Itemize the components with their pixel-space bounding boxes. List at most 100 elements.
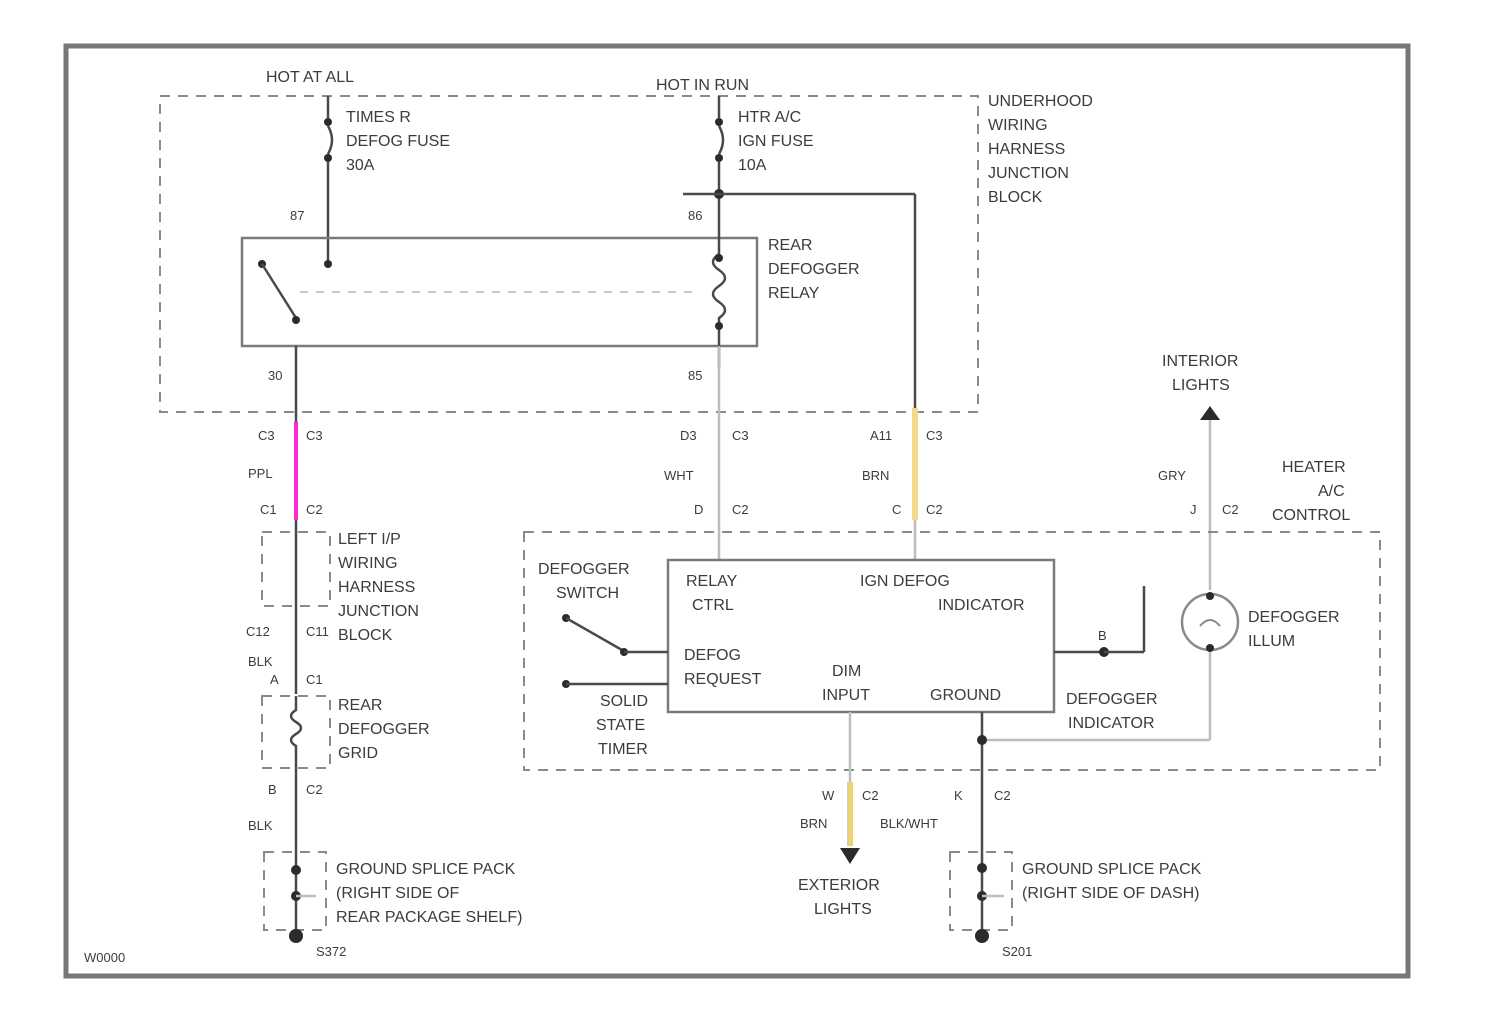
conn-c3-mid-label: C3 [732,428,749,443]
gnd-k-label: K [954,788,963,803]
hvac-label-2: A/C [1318,483,1345,500]
defogger-switch [562,614,668,688]
c3-right-label: C3 [306,428,323,443]
rear-splice-label-2: (RIGHT SIDE OF [336,885,459,902]
left-ip-label-4: JUNCTION [338,603,419,620]
grid-c2-label: C2 [306,782,323,797]
rear-ground-id: S372 [316,944,346,959]
grid-pin-b-label: B [268,782,277,797]
hot-at-all-label: HOT AT ALL [266,69,354,86]
ign-fuse-label-1: HTR A/C [738,109,801,126]
blk-label-lower: BLK [248,818,273,833]
c12-label: C12 [246,624,270,639]
grid-element [291,696,301,768]
ground-bus-node [977,735,987,745]
defog-request-label-2: REQUEST [684,671,762,688]
conn-c-label: C [892,502,901,517]
figure-id: W0000 [84,950,125,965]
hot-in-run-label: HOT IN RUN [656,77,749,94]
indicator-pin-label: B [1098,628,1107,643]
defogger-indicator-label-2: INDICATOR [1068,715,1155,732]
blk-wht-label: BLK/WHT [880,816,938,831]
defog-fuse-label-3: 30A [346,157,375,174]
dim-input-label-2: INPUT [822,687,870,704]
c3-left-label: C3 [258,428,275,443]
underhood-label-2: WIRING [988,117,1048,134]
switch-label-1: DEFOGGER [538,561,630,578]
conn-c2-illum-label: C2 [1222,502,1239,517]
pin-85-label: 85 [688,368,702,383]
gry-label: GRY [1158,468,1186,483]
relay-label-2: DEFOGGER [768,261,860,278]
underhood-label-3: HARNESS [988,141,1065,158]
illum-label-2: ILLUM [1248,633,1295,650]
relay-ctrl-label-1: RELAY [686,573,738,590]
conn-c3-r-label: C3 [926,428,943,443]
pin-30-label: 30 [268,368,282,383]
rear-splice-label-3: REAR PACKAGE SHELF) [336,909,522,926]
relay-label-3: RELAY [768,285,820,302]
lamp-filament [1200,620,1220,626]
rear-splice-label-1: GROUND SPLICE PACK [336,861,516,878]
pin-86-label: 86 [688,208,702,223]
conn-c2-r-label: C2 [926,502,943,517]
underhood-junction-block-outline [160,96,978,412]
brn-label: BRN [862,468,889,483]
interior-lights-arrow-icon [1200,406,1220,420]
hvac-label-3: CONTROL [1272,507,1350,524]
ground-label: GROUND [930,687,1001,704]
exterior-lights-arrow-icon [840,848,860,864]
switch-label-2: SWITCH [556,585,619,602]
c2-left-label: C2 [306,502,323,517]
conn-j-label: J [1190,502,1197,517]
gnd-c2-label: C2 [994,788,1011,803]
conn-c2-mid-label: C2 [732,502,749,517]
left-ip-label-5: BLOCK [338,627,393,644]
underhood-label-5: BLOCK [988,189,1043,206]
defogger-illum-lamp-icon [1182,594,1238,650]
ign-fuse-label-3: 10A [738,157,767,174]
c11-label: C11 [306,624,329,639]
blk-label-upper: BLK [248,654,273,669]
wht-label: WHT [664,468,694,483]
dim-c2-label: C2 [862,788,879,803]
interior-lights-label-2: LIGHTS [1172,377,1230,394]
relay-ctrl-label-2: CTRL [692,597,734,614]
grid-label-1: REAR [338,697,382,714]
conn-d3-label: D3 [680,428,697,443]
grid-label-2: DEFOGGER [338,721,430,738]
dash-splice-label-1: GROUND SPLICE PACK [1022,861,1202,878]
lamp-terminal-top [1206,592,1214,600]
rear-splice-node-1 [291,865,301,875]
underhood-label-4: JUNCTION [988,165,1069,182]
defog-request-label-1: DEFOG [684,647,741,664]
relay-label-1: REAR [768,237,812,254]
defog-fuse-label-2: DEFOG FUSE [346,133,450,150]
ign-defog-label-1: IGN DEFOG [860,573,950,590]
exterior-lights-label-1: EXTERIOR [798,877,880,894]
c1-left-label: C1 [260,502,277,517]
lamp-terminal-bottom [1206,644,1214,652]
defog-fuse-label-1: TIMES R [346,109,411,126]
dash-ground-id: S201 [1002,944,1032,959]
dash-ground-point [975,929,989,943]
left-ip-label-3: HARNESS [338,579,415,596]
ign-fuse-label-2: IGN FUSE [738,133,814,150]
grid-label-3: GRID [338,745,378,762]
left-ip-label-1: LEFT I/P [338,531,401,548]
left-ip-label-2: WIRING [338,555,398,572]
timer-label-3: TIMER [598,741,648,758]
conn-a11-label: A11 [870,428,892,443]
defogger-indicator-label-1: DEFOGGER [1066,691,1158,708]
ppl-label: PPL [248,466,273,481]
interior-lights-label-1: INTERIOR [1162,353,1238,370]
rear-ground-point [289,929,303,943]
dim-w-label: W [822,788,835,803]
ign-defog-label-2: INDICATOR [938,597,1025,614]
dash-splice-node-1 [977,863,987,873]
timer-label-1: SOLID [600,693,648,710]
timer-label-2: STATE [596,717,645,734]
underhood-label-1: UNDERHOOD [988,93,1093,110]
dim-brn-label: BRN [800,816,827,831]
